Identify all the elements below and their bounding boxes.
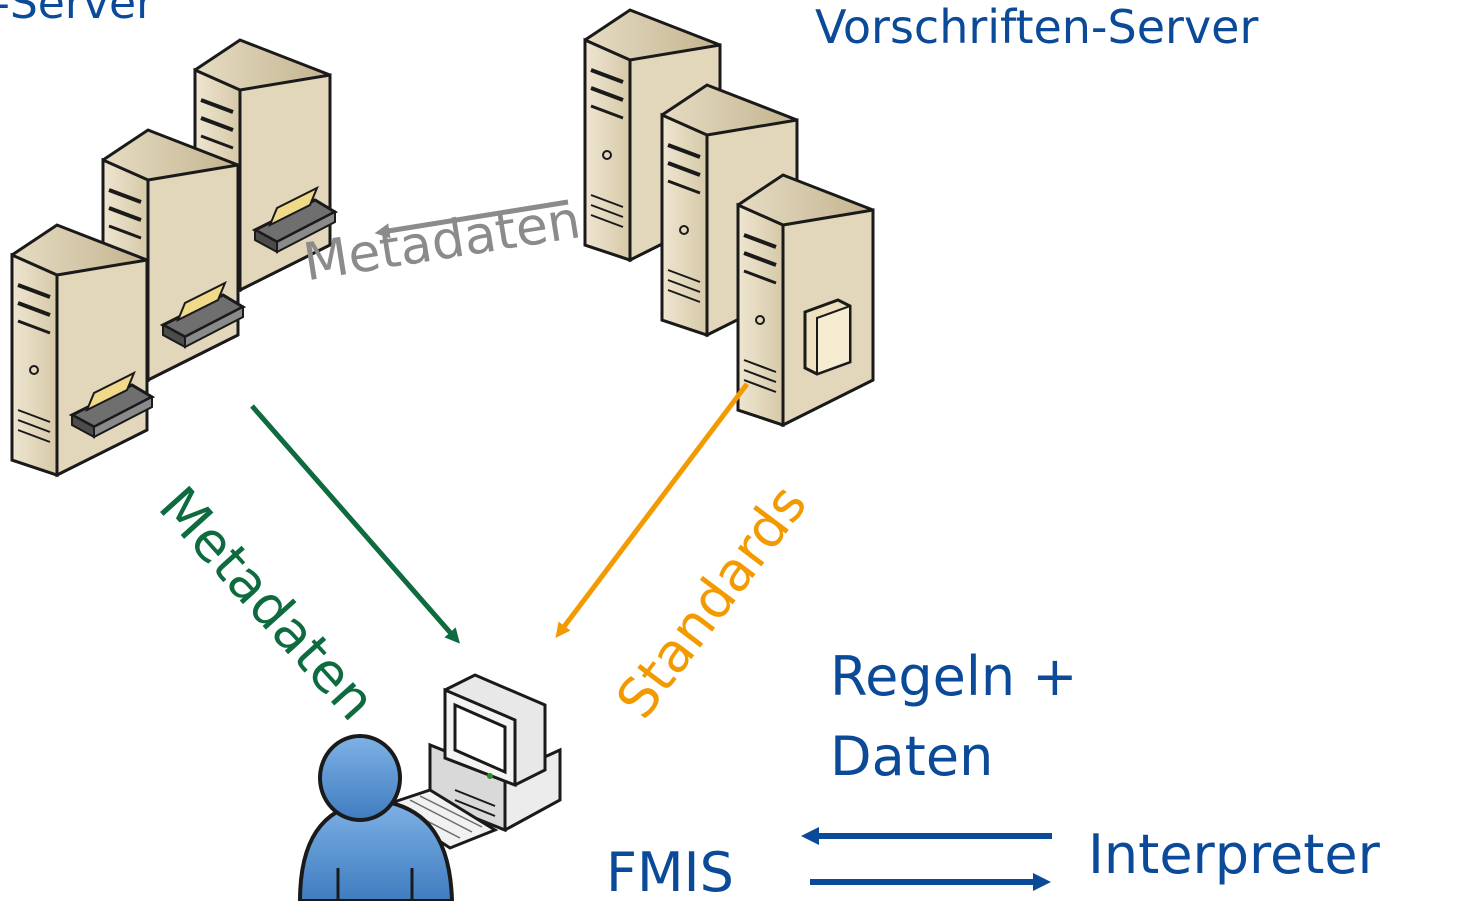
- arrow-standards: [555, 382, 749, 638]
- rules-label-line1: Regeln +: [830, 645, 1078, 708]
- user-person-icon: [297, 734, 455, 901]
- desktop-computer-icon: [381, 673, 562, 850]
- arrow-metadata-green: [250, 404, 460, 644]
- left-server-label: -Server: [0, 0, 155, 29]
- fmis-label: FMIS: [606, 841, 734, 904]
- server-tower-icon: [10, 223, 149, 477]
- server-tower-icon: [736, 173, 875, 427]
- interpreter-label: Interpreter: [1088, 823, 1380, 886]
- rules-label-line2: Daten: [830, 725, 994, 788]
- right-server-group: [583, 8, 875, 427]
- left-server-group: [10, 38, 337, 477]
- right-server-label: Vorschriften-Server: [815, 0, 1259, 54]
- arrow-metadata-gray: [374, 199, 569, 239]
- folder-icon: [803, 298, 852, 376]
